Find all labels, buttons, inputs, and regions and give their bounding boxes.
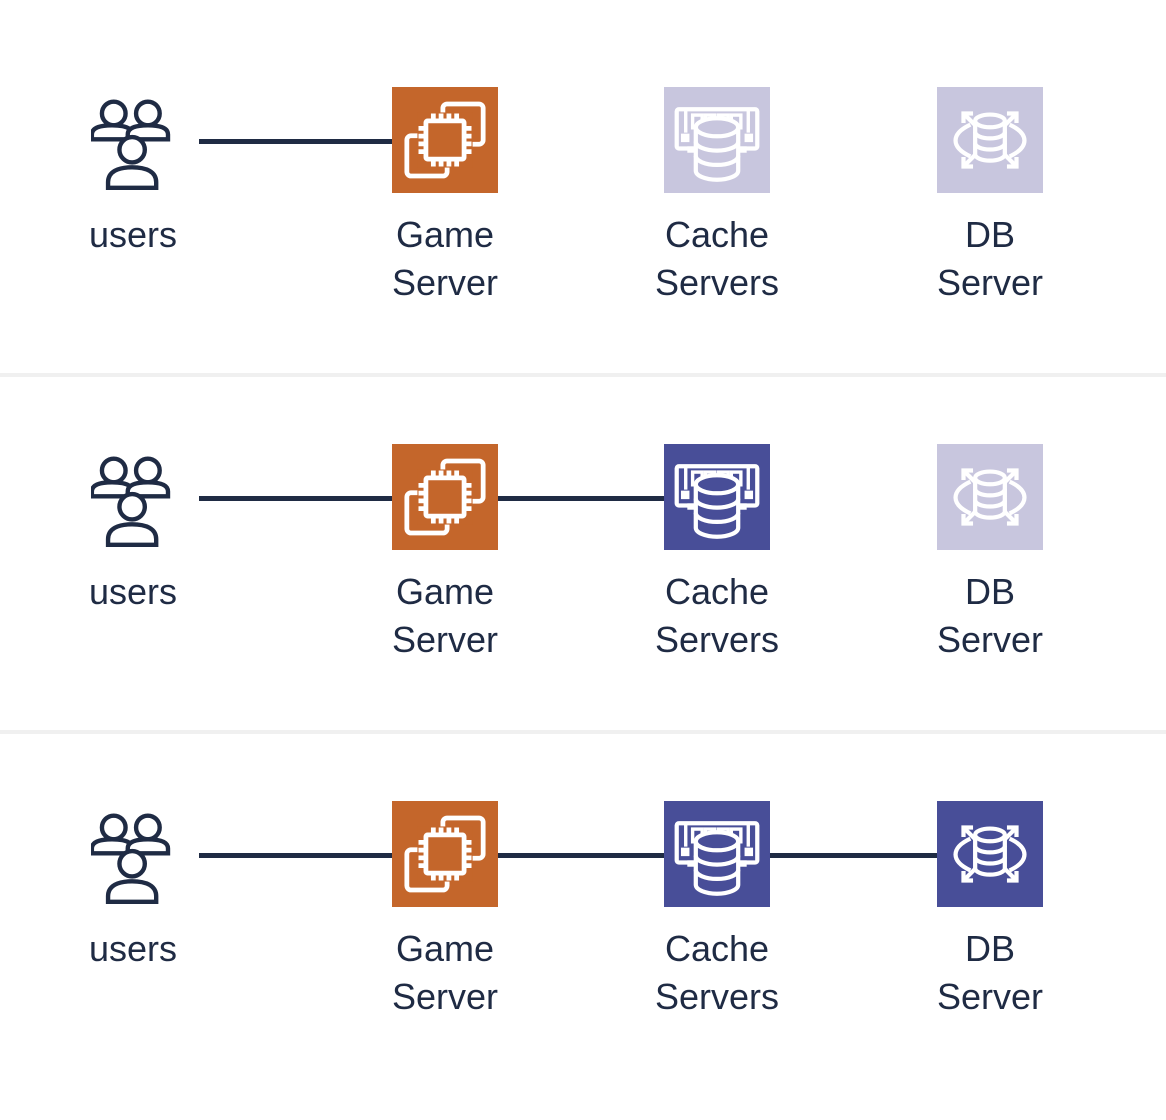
cache-servers-label: Cache Servers: [654, 928, 780, 1017]
compute-chip-icon: [392, 87, 498, 193]
row-divider: [0, 373, 1166, 377]
users-icon: [91, 813, 175, 904]
connector-game-server-to-cache-servers: [497, 496, 665, 501]
connector-users-to-game-server: [199, 139, 393, 144]
compute-chip-icon: [392, 801, 498, 907]
db-server-label: DB Server: [936, 214, 1044, 303]
connector-users-to-game-server: [199, 853, 393, 858]
flow-row-step-2: users Game Server Cache Servers DB Serve…: [0, 357, 1166, 714]
database-scale-icon: [937, 801, 1043, 907]
cache-servers-label: Cache Servers: [654, 214, 780, 303]
memory-cache-icon: [664, 87, 770, 193]
connector-cache-servers-to-db-server: [769, 853, 938, 858]
flow-row-step-1: users Game Server Cache Servers DB Serve…: [0, 0, 1166, 357]
database-scale-icon: [937, 87, 1043, 193]
users-label: users: [88, 928, 178, 969]
cache-servers-node: [664, 444, 770, 550]
cache-servers-node: [664, 801, 770, 907]
connector-game-server-to-cache-servers: [497, 853, 665, 858]
game-server-node: [392, 801, 498, 907]
compute-chip-icon: [392, 444, 498, 550]
users-icon: [91, 99, 175, 190]
memory-cache-icon: [664, 444, 770, 550]
database-scale-icon: [937, 444, 1043, 550]
game-server-label: Game Server: [391, 571, 499, 660]
memory-cache-icon: [664, 801, 770, 907]
db-server-label: DB Server: [936, 928, 1044, 1017]
users-label: users: [88, 571, 178, 612]
cache-servers-node: [664, 87, 770, 193]
connector-users-to-game-server: [199, 496, 393, 501]
row-divider: [0, 730, 1166, 734]
game-server-node: [392, 87, 498, 193]
game-server-label: Game Server: [391, 214, 499, 303]
users-icon: [91, 456, 175, 547]
cache-servers-label: Cache Servers: [654, 571, 780, 660]
db-server-node: [937, 444, 1043, 550]
flow-row-step-3: users Game Server Cache Servers DB Serve…: [0, 714, 1166, 1071]
db-server-node: [937, 87, 1043, 193]
db-server-label: DB Server: [936, 571, 1044, 660]
game-server-label: Game Server: [391, 928, 499, 1017]
db-server-node: [937, 801, 1043, 907]
game-server-node: [392, 444, 498, 550]
users-label: users: [88, 214, 178, 255]
